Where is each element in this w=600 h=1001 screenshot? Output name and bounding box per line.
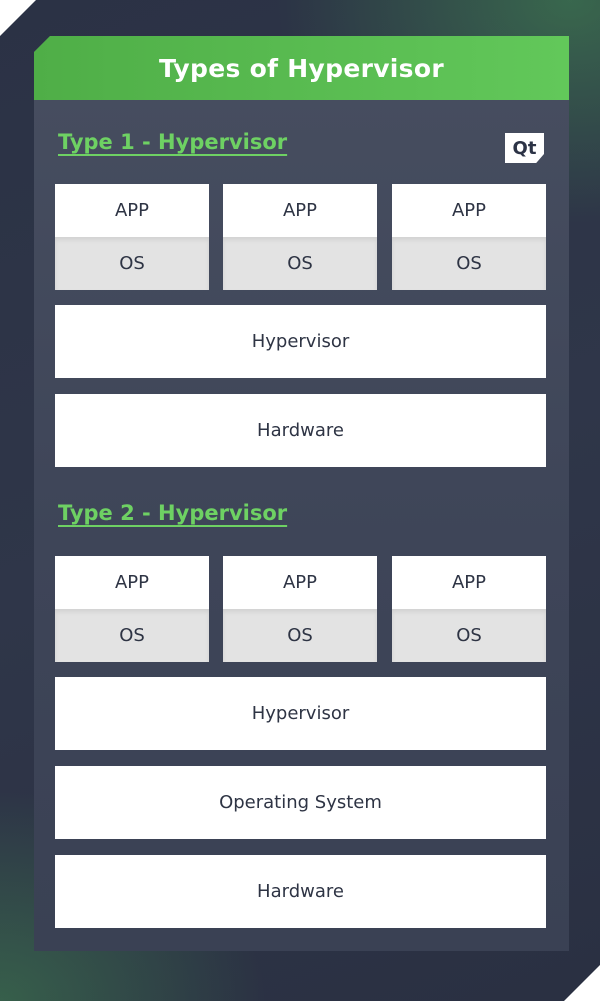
vm-os-box: OS <box>55 237 209 290</box>
infographic-card: Types of Hypervisor Type 1 - Hypervisor … <box>34 36 569 951</box>
page-title: Types of Hypervisor <box>159 53 444 83</box>
vm-os-box: OS <box>223 237 377 290</box>
vm-os-box: OS <box>392 237 546 290</box>
type1-vm-3: APP OS <box>392 184 546 290</box>
type2-vm-1: APP OS <box>55 556 209 662</box>
type1-vm-1: APP OS <box>55 184 209 290</box>
type2-operating-system-layer: Operating System <box>55 766 546 839</box>
type1-hypervisor-layer: Hypervisor <box>55 305 546 378</box>
type1-heading: Type 1 - Hypervisor <box>58 130 288 154</box>
vm-app-box: APP <box>223 556 377 609</box>
corner-decoration-top-left <box>0 0 36 36</box>
type2-heading: Type 2 - Hypervisor <box>58 501 288 525</box>
type2-vm-3: APP OS <box>392 556 546 662</box>
vm-app-box: APP <box>55 184 209 237</box>
corner-decoration-bottom-right <box>564 965 600 1001</box>
qt-logo: Qt <box>505 133 544 163</box>
type2-hardware-layer: Hardware <box>55 855 546 928</box>
vm-os-box: OS <box>392 609 546 662</box>
type1-vm-2: APP OS <box>223 184 377 290</box>
type2-vm-2: APP OS <box>223 556 377 662</box>
type1-hardware-layer: Hardware <box>55 394 546 467</box>
vm-app-box: APP <box>55 556 209 609</box>
vm-app-box: APP <box>392 184 546 237</box>
vm-os-box: OS <box>55 609 209 662</box>
type2-hypervisor-layer: Hypervisor <box>55 677 546 750</box>
card-header: Types of Hypervisor <box>34 36 569 100</box>
vm-os-box: OS <box>223 609 377 662</box>
vm-app-box: APP <box>392 556 546 609</box>
vm-app-box: APP <box>223 184 377 237</box>
